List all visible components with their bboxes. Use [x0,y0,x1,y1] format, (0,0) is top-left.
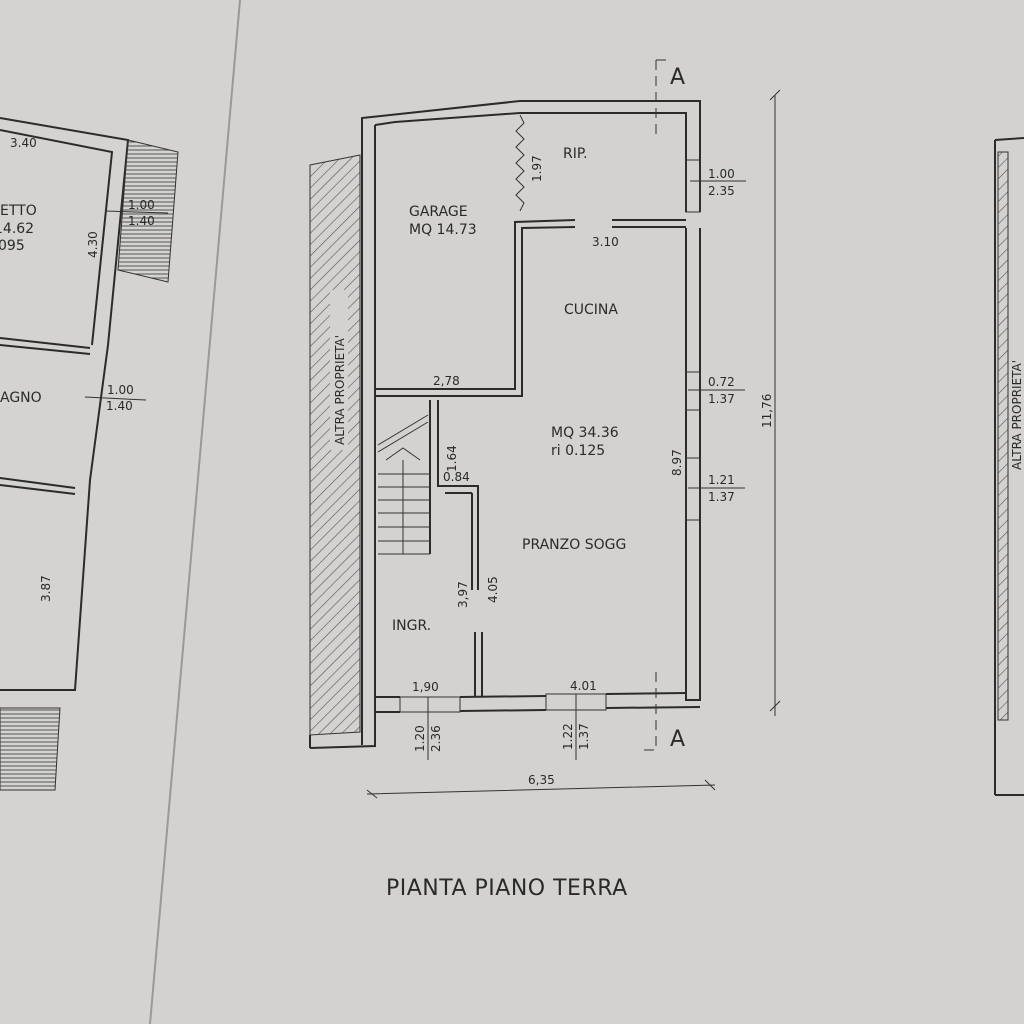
window-height: 1.40 [106,399,133,413]
section-marker: A [670,727,685,752]
window-height: 2.35 [708,184,735,198]
room-area-living: MQ 34.36 [551,425,619,441]
dim-label: 6,35 [528,773,555,787]
section-marker: A [670,65,685,90]
dim-label: 3.87 [39,575,53,602]
dim-label: 3,97 [456,581,470,608]
dim-label: 2,78 [433,374,460,388]
room-area: 14.62 [0,221,34,237]
dim-label: 1.64 [445,445,459,472]
room-name: AGNO [0,390,42,406]
door-width: 1.20 [413,725,427,752]
room-name: ETTO [0,203,37,219]
dim-label: 4.01 [570,679,597,693]
stair-icon [377,414,430,555]
room-name-pranzo: PRANZO SOGG [522,537,626,553]
window-height: 1.37 [708,392,735,406]
room-ratio-living: ri 0.125 [551,443,605,459]
room-name-garage: GARAGE [409,204,468,220]
window-width: 1.21 [708,473,735,487]
room-ratio: 095 [0,238,25,254]
right-page-plan: ALTRA PROPRIETA' [994,137,1024,796]
left-page-plan: 3.40 ETTO 14.62 095 4.30 1.00 1.40 AGNO … [0,117,179,791]
dim-label: 0.84 [443,470,470,484]
window-height: 1.37 [577,723,591,750]
window-height: 1.40 [128,214,155,228]
room-name-rip: RIP. [563,146,588,162]
room-name-cucina: CUCINA [564,302,618,318]
center-page [150,0,1024,1024]
dim-label: 8.97 [670,449,684,476]
plan-title: PIANTA PIANO TERRA [386,876,628,901]
dim-label: 11,76 [760,394,774,428]
room-area-garage: MQ 14.73 [409,222,477,238]
dim-label: 3.40 [10,136,37,150]
dim-label: 3.10 [592,235,619,249]
adjacent-property-label: ALTRA PROPRIETA' [1010,360,1024,470]
dim-label: 4.05 [486,576,500,603]
curtain-partition-icon [515,114,525,212]
dim-label: 4.30 [86,231,100,258]
left-page [0,0,240,1024]
dim-label: 1.97 [530,155,544,182]
adjacent-property-label: ALTRA PROPRIETA' [333,335,347,445]
window-width: 1.22 [561,723,575,750]
page-fold [149,0,241,1024]
window-width: 1.00 [107,383,134,397]
window-width: 1.00 [708,167,735,181]
door-height: 2.36 [429,725,443,752]
window-width: 1.00 [128,198,155,212]
window-width: 0.72 [708,375,735,389]
dim-label: 1,90 [412,680,439,694]
room-name-ingresso: INGR. [392,618,431,634]
window-height: 1.37 [708,490,735,504]
ground-floor-plan: ALTRA PROPRIETA' A A RIP. 1.97 GARAGE MQ… [309,59,781,901]
